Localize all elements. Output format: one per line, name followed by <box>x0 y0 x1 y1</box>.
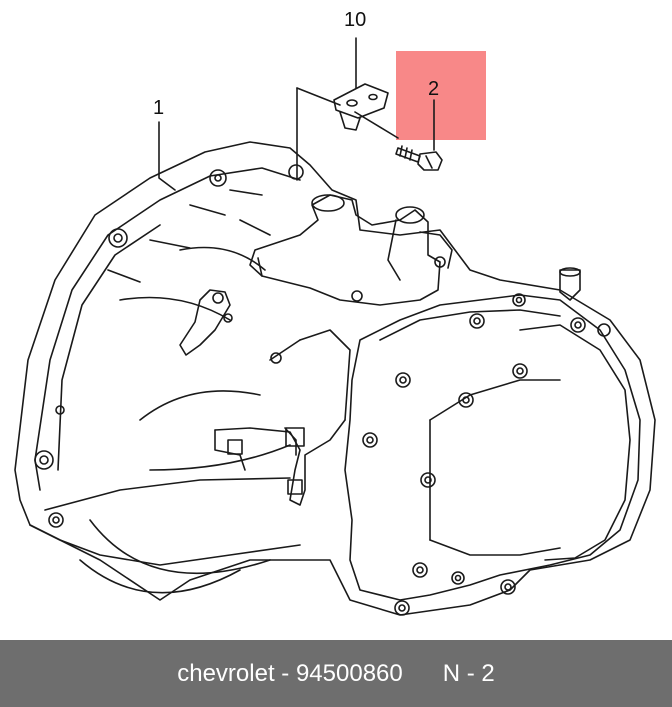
bracket-part-10 <box>333 83 399 139</box>
callout-label-10[interactable]: 10 <box>344 9 367 31</box>
part-number: 94500860 <box>295 659 403 687</box>
highlight-box <box>396 51 486 140</box>
callout-label-2[interactable]: 2 <box>428 78 440 100</box>
case-bolts <box>362 293 611 616</box>
brand-name: chevrolet <box>177 659 275 687</box>
callout-label-1[interactable]: 1 <box>153 97 165 119</box>
separator: - <box>274 659 296 687</box>
position-label: N - 2 <box>442 659 495 687</box>
bolt-part-2 <box>395 145 443 171</box>
transmission-part-1 <box>14 141 656 616</box>
part-info-footer: chevrolet - 94500860 N - 2 <box>0 640 672 707</box>
leader-line-10c <box>296 87 341 106</box>
exploded-view-drawing <box>14 37 656 616</box>
spacer <box>403 660 443 688</box>
leader-line-1 <box>158 121 176 191</box>
